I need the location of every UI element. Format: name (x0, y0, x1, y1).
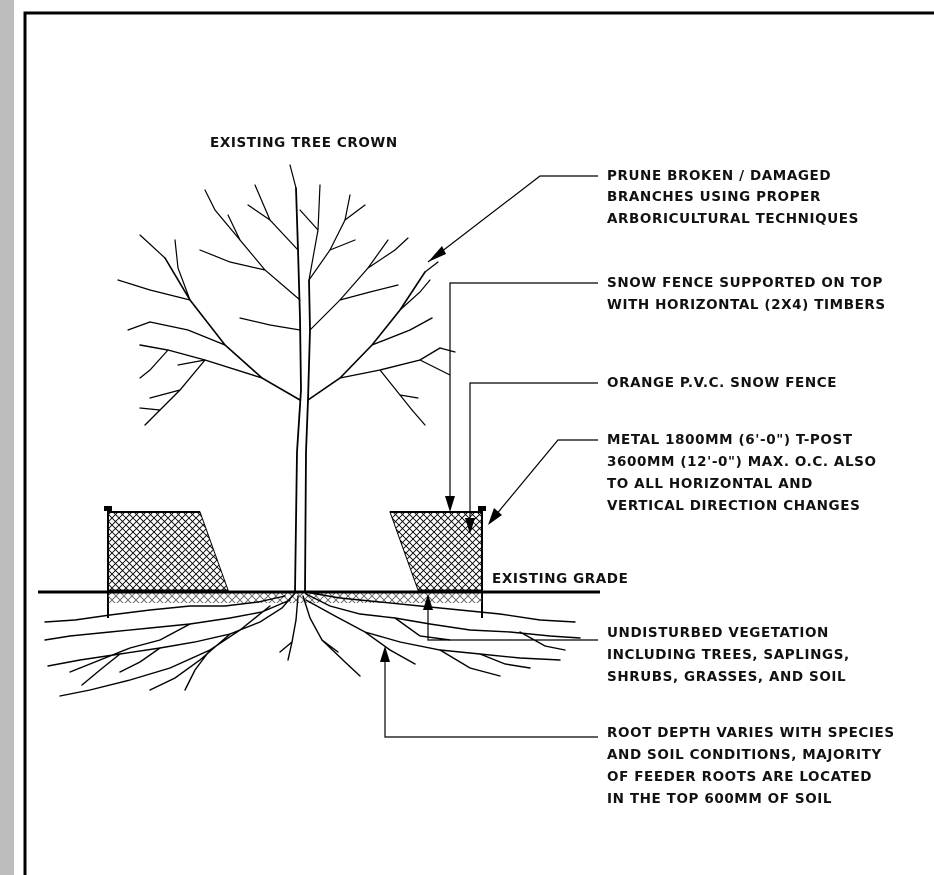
label-existing-tree-crown: EXISTING TREE CROWN (210, 135, 398, 151)
drawing-border (23, 11, 934, 875)
label-t-post: METAL 1800MM (6'-0") T-POST 3600MM (12'-… (607, 432, 877, 514)
root-system (44, 591, 581, 697)
label-roots: ROOT DEPTH VARIES WITH SPECIES AND SOIL … (607, 725, 895, 807)
leader-roots (380, 646, 598, 738)
svg-text:SHRUBS, GRASSES, AND SOIL: SHRUBS, GRASSES, AND SOIL (607, 669, 846, 685)
svg-text:PRUNE BROKEN / DAMAGED: PRUNE BROKEN / DAMAGED (607, 168, 831, 184)
svg-text:WITH HORIZONTAL (2X4) TIMBERS: WITH HORIZONTAL (2X4) TIMBERS (607, 297, 886, 313)
leader-t-post (488, 439, 598, 525)
svg-text:IN THE TOP 600MM OF SOIL: IN THE TOP 600MM OF SOIL (607, 791, 832, 807)
label-prune: PRUNE BROKEN / DAMAGED BRANCHES USING PR… (607, 168, 859, 227)
svg-text:VERTICAL DIRECTION CHANGES: VERTICAL DIRECTION CHANGES (607, 498, 860, 514)
svg-text:METAL 1800MM (6'-0") T-POST: METAL 1800MM (6'-0") T-POST (607, 432, 853, 448)
snow-fence-left (104, 506, 229, 618)
leader-prune (427, 175, 598, 263)
svg-text:INCLUDING TREES, SAPLINGS,: INCLUDING TREES, SAPLINGS, (607, 647, 850, 663)
soil-hatch-band (108, 593, 482, 603)
sidebar-strip (0, 0, 14, 875)
svg-text:ROOT DEPTH VARIES WITH SPECIES: ROOT DEPTH VARIES WITH SPECIES (607, 725, 895, 741)
label-snow-fence-top: SNOW FENCE SUPPORTED ON TOP WITH HORIZON… (607, 275, 886, 313)
svg-text:OF FEEDER ROOTS ARE LOCATED: OF FEEDER ROOTS ARE LOCATED (607, 769, 872, 785)
svg-text:3600MM (12'-0") MAX. O.C. ALSO: 3600MM (12'-0") MAX. O.C. ALSO (607, 454, 877, 470)
svg-text:UNDISTURBED VEGETATION: UNDISTURBED VEGETATION (607, 625, 829, 641)
svg-text:TO ALL HORIZONTAL AND: TO ALL HORIZONTAL AND (607, 476, 813, 492)
label-existing-grade: EXISTING GRADE (492, 571, 628, 587)
svg-text:BRANCHES USING PROPER: BRANCHES USING PROPER (607, 189, 821, 205)
svg-text:SNOW FENCE SUPPORTED ON TOP: SNOW FENCE SUPPORTED ON TOP (607, 275, 883, 291)
label-orange-fence: ORANGE P.V.C. SNOW FENCE (607, 375, 837, 391)
label-vegetation: UNDISTURBED VEGETATION INCLUDING TREES, … (607, 625, 850, 685)
leader-grade (423, 594, 598, 641)
tree-crown (117, 164, 456, 593)
svg-text:ARBORICULTURAL TECHNIQUES: ARBORICULTURAL TECHNIQUES (607, 211, 859, 227)
leader-orange-fence (465, 382, 598, 534)
svg-text:AND SOIL CONDITIONS, MAJORITY: AND SOIL CONDITIONS, MAJORITY (607, 747, 882, 763)
leader-snow-fence-top (445, 282, 598, 512)
